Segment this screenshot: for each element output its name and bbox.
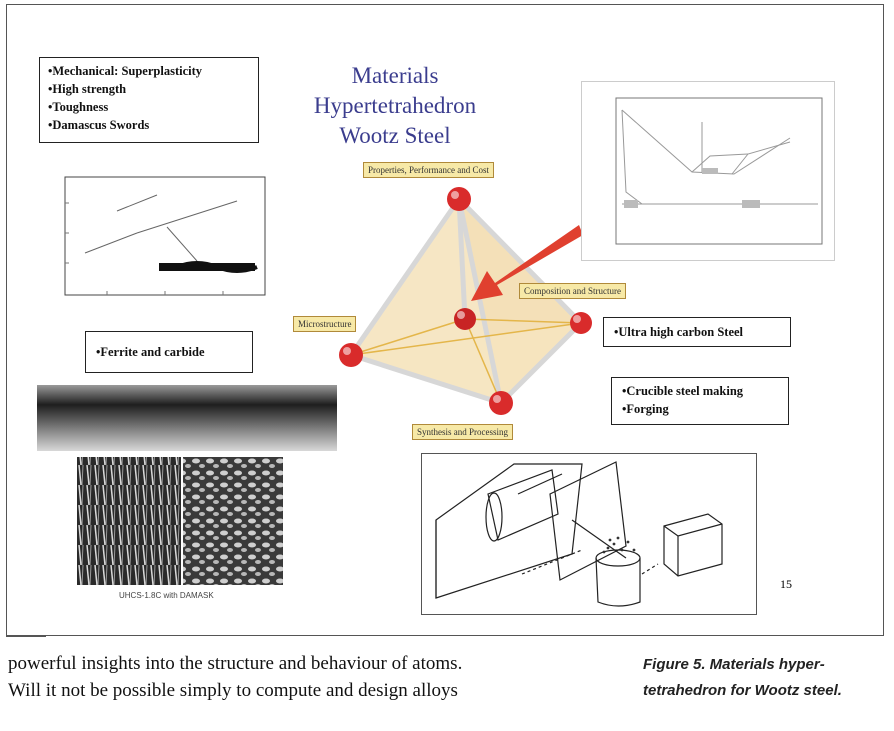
properties-box: •Mechanical: Superplasticity •High stren… <box>39 57 259 143</box>
slide-title: Materials Hypertetrahedron Wootz Steel <box>275 61 515 151</box>
arrow-icon <box>471 225 583 301</box>
figure-caption-line: tetrahedron for Wootz steel. <box>643 682 842 699</box>
title-line: Wootz Steel <box>339 123 451 148</box>
vertex-label-left: Microstructure <box>293 316 357 332</box>
strength-plot-panel <box>37 163 277 313</box>
vertex-sphere <box>489 391 513 415</box>
figure-caption-line: Figure 5. Materials hyper- <box>643 656 825 673</box>
hypertetrahedron-diagram <box>339 187 592 415</box>
micrograph-image <box>37 385 337 585</box>
slide-page-number: 15 <box>780 577 792 591</box>
vertex-label-bottom: Synthesis and Processing <box>412 424 513 440</box>
micrograph-caption: UHCS-1.8C with DAMASK <box>119 591 214 600</box>
process-box: •Crucible steel making •Forging <box>611 377 789 425</box>
vertex-label-right: Composition and Structure <box>519 283 626 299</box>
vertex-sphere <box>447 187 471 211</box>
process-item: •Forging <box>622 402 669 416</box>
uhcs-box: •Ultra high carbon Steel <box>603 317 791 347</box>
body-line: powerful insights into the structure and… <box>8 653 463 674</box>
divider <box>6 636 46 637</box>
figure-caption: Figure 5. Materials hyper- tetrahedron f… <box>643 652 888 704</box>
vertex-sphere <box>339 343 363 367</box>
title-line: Materials <box>351 63 439 88</box>
vertex-sphere <box>454 308 476 330</box>
body-line: Will it not be possible simply to comput… <box>8 680 458 701</box>
property-item: •High strength <box>48 82 127 96</box>
ferrite-box: •Ferrite and carbide <box>85 331 253 373</box>
phase-diagram-panel <box>581 81 835 261</box>
vertex-sphere <box>570 312 592 334</box>
property-item: •Damascus Swords <box>48 118 150 132</box>
phase-diagram <box>615 97 823 245</box>
ferrite-label: •Ferrite and carbide <box>96 345 205 359</box>
title-line: Hypertetrahedron <box>313 93 477 118</box>
uhcs-label: •Ultra high carbon Steel <box>614 325 744 339</box>
apparatus-drawing <box>435 461 723 607</box>
process-item: •Crucible steel making <box>622 384 744 398</box>
micrograph-panel: UHCS-1.8C with DAMASK <box>37 385 337 607</box>
property-item: •Toughness <box>48 100 109 114</box>
apparatus-panel <box>421 453 757 615</box>
vertex-label-top: Properties, Performance and Cost <box>363 162 494 178</box>
body-paragraph: powerful insights into the structure and… <box>8 650 610 704</box>
slide-frame: •Mechanical: Superplasticity •High stren… <box>6 4 884 636</box>
strength-plot <box>64 176 266 296</box>
property-item: •Mechanical: Superplasticity <box>48 64 203 78</box>
